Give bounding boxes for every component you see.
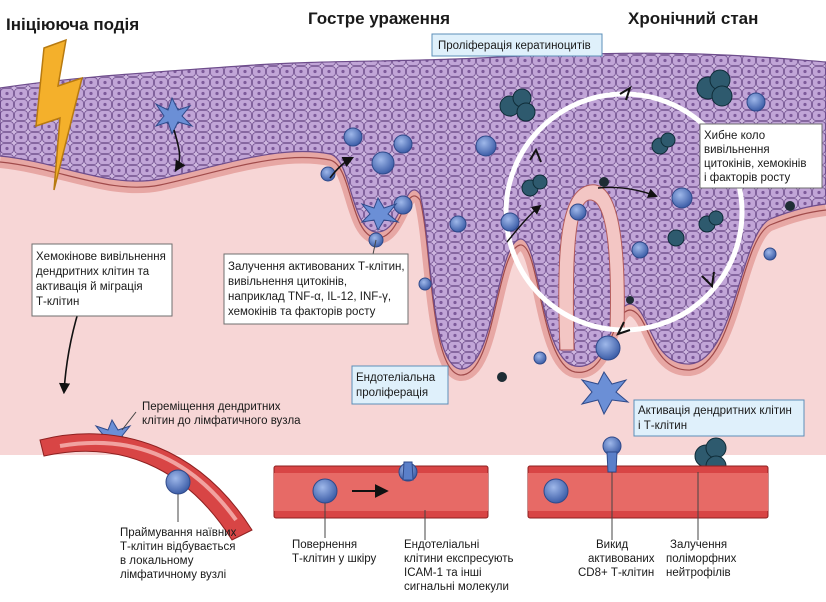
svg-text:Ендотеліальні: Ендотеліальні	[404, 539, 479, 551]
svg-text:і Т-клітин: і Т-клітин	[638, 420, 687, 432]
svg-text:ICAM-1 та інші: ICAM-1 та інші	[404, 567, 482, 579]
header-acute: Гостре ураження	[308, 9, 450, 28]
svg-text:сигнальні молекули: сигнальні молекули	[404, 581, 509, 593]
svg-text:Ендотеліальна: Ендотеліальна	[356, 372, 436, 384]
svg-text:Хибне коло: Хибне коло	[704, 130, 765, 142]
svg-text:вивільнення: вивільнення	[704, 144, 770, 156]
svg-text:нейтрофілів: нейтрофілів	[666, 567, 731, 579]
svg-text:Повернення: Повернення	[292, 539, 357, 551]
neutrophils-label: Залучення поліморфних нейтрофілів	[666, 539, 737, 579]
keratinocyte-label: Проліферація кератиноцитів	[438, 40, 591, 52]
svg-text:Залучення: Залучення	[670, 539, 727, 551]
svg-text:Залучення активованих Т-клітин: Залучення активованих Т-клітин,	[228, 261, 405, 273]
svg-text:проліферація: проліферація	[356, 387, 428, 399]
svg-text:активація й міграція: активація й міграція	[36, 281, 143, 293]
svg-text:вивільнення цитокінів,: вивільнення цитокінів,	[228, 276, 347, 288]
svg-text:наприклад TNF-α, IL-12, INF-γ,: наприклад TNF-α, IL-12, INF-γ,	[228, 291, 391, 303]
svg-text:лімфатичному вузлі: лімфатичному вузлі	[120, 569, 226, 581]
svg-text:поліморфних: поліморфних	[666, 553, 737, 565]
svg-text:активованих: активованих	[588, 553, 655, 565]
svg-text:цитокінів, хемокінів: цитокінів, хемокінів	[704, 158, 806, 170]
svg-text:Праймування наївних: Праймування наївних	[120, 527, 237, 539]
svg-text:в локальному: в локальному	[120, 555, 194, 567]
svg-text:клітин до лімфатичного вузла: клітин до лімфатичного вузла	[142, 415, 301, 427]
svg-text:Викид: Викид	[596, 539, 629, 551]
svg-text:і факторів росту: і факторів росту	[704, 172, 790, 184]
svg-text:хемокінів та факторів росту: хемокінів та факторів росту	[228, 306, 376, 318]
svg-text:дендритних клітин та: дендритних клітин та	[36, 266, 150, 278]
svg-text:CD8+ Т-клітин: CD8+ Т-клітин	[578, 567, 654, 579]
svg-text:Т-клітин: Т-клітин	[36, 296, 79, 308]
svg-text:Т-клітин у шкіру: Т-клітин у шкіру	[292, 553, 377, 565]
svg-text:клітини експресують: клітини експресують	[404, 553, 514, 565]
header-initiating: Ініціююча подія	[6, 15, 139, 34]
svg-text:Переміщення дендритних: Переміщення дендритних	[142, 401, 281, 413]
blood-vessel-middle	[274, 462, 488, 518]
svg-text:Хемокінове вивільнення: Хемокінове вивільнення	[36, 251, 166, 263]
svg-text:Т-клітин відбувається: Т-клітин відбувається	[120, 541, 235, 553]
header-chronic: Хронічний стан	[628, 9, 758, 28]
svg-text:Активація дендритних клітин: Активація дендритних клітин	[638, 405, 792, 417]
